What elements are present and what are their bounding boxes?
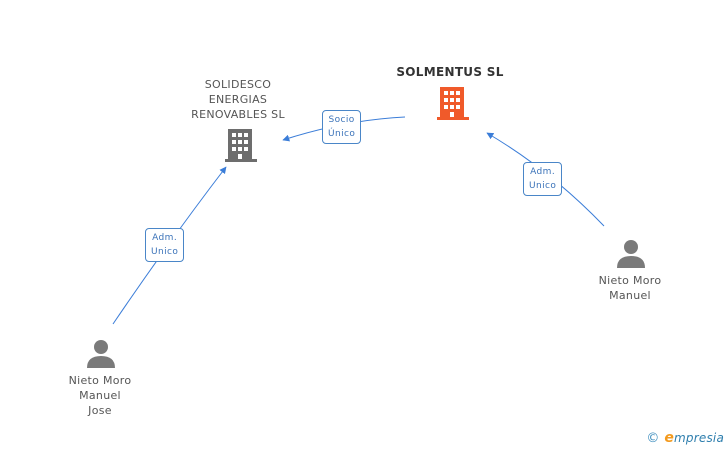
brand-rest: mpresia bbox=[674, 431, 724, 445]
node-nieto-manuel-line-1: Nieto Moro bbox=[598, 274, 662, 287]
node-solidesco-line-2: ENERGIAS bbox=[208, 93, 268, 106]
node-solidesco-line-1: SOLIDESCO bbox=[204, 78, 272, 91]
building-icon[interactable] bbox=[437, 85, 469, 120]
person-icon[interactable] bbox=[86, 338, 116, 368]
brand-initial: e bbox=[664, 430, 675, 446]
node-nieto-jose-line-1: Nieto Moro bbox=[68, 374, 132, 387]
edge-label-socio-unico[interactable]: Socio Único bbox=[322, 110, 362, 144]
empresia-watermark: © empresia bbox=[646, 430, 724, 446]
edge-adm-right-line-2: Unico bbox=[529, 181, 557, 191]
person-icon[interactable] bbox=[616, 238, 646, 268]
edge-label-adm-left[interactable]: Adm. Unico bbox=[145, 228, 185, 262]
brand-name: empresia bbox=[664, 430, 724, 446]
edge-adm-left-line-2: Unico bbox=[151, 247, 179, 257]
node-nieto-jose-label: Nieto Moro Manuel Jose bbox=[50, 373, 150, 418]
edge-adm-left-line-1: Adm. bbox=[152, 233, 178, 243]
building-icon[interactable] bbox=[225, 127, 257, 162]
node-solmentus-label: SOLMENTUS SL bbox=[390, 65, 510, 80]
node-solidesco-line-3: RENOVABLES SL bbox=[191, 108, 285, 121]
node-solmentus-name: SOLMENTUS SL bbox=[396, 65, 504, 79]
node-solidesco-label: SOLIDESCO ENERGIAS RENOVABLES SL bbox=[182, 77, 294, 122]
edge-socio-line-1: Socio bbox=[328, 115, 355, 125]
node-nieto-manuel-label: Nieto Moro Manuel bbox=[580, 273, 680, 303]
edge-label-adm-right[interactable]: Adm. Unico bbox=[523, 162, 563, 196]
copyright-icon: © bbox=[646, 430, 660, 446]
node-nieto-jose-line-2: Manuel bbox=[79, 389, 121, 402]
node-nieto-jose-line-3: Jose bbox=[88, 404, 112, 417]
edge-adm-right-line-1: Adm. bbox=[530, 167, 556, 177]
edge-socio-line-2: Único bbox=[328, 129, 356, 139]
node-nieto-manuel-line-2: Manuel bbox=[609, 289, 651, 302]
